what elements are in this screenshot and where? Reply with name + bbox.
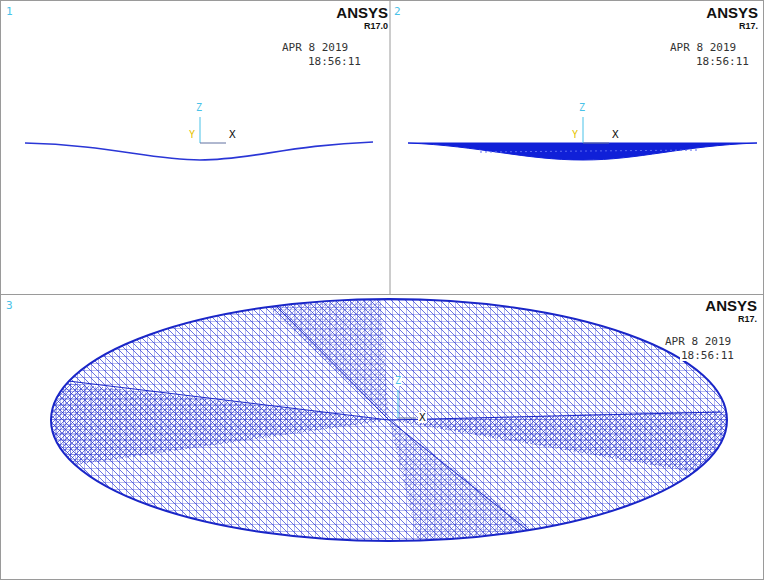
axis-label: Z	[196, 103, 202, 113]
axis-label: Z	[579, 103, 585, 113]
viewport-number: 2	[394, 6, 401, 17]
date-stamp: APR 8 2019	[670, 42, 736, 53]
release-label: R17.	[739, 22, 758, 31]
axis-label: Y	[189, 130, 195, 140]
date-stamp: APR 8 2019	[282, 42, 348, 53]
axis-label: X	[612, 129, 619, 140]
viewport-number: 3	[6, 300, 13, 311]
axis-label: Y	[572, 130, 578, 140]
date-stamp: APR 8 2019	[664, 336, 732, 347]
viewport-number: 1	[6, 6, 13, 17]
product-name: ANSYS	[704, 298, 758, 313]
time-stamp: 18:56:11	[308, 56, 361, 67]
release-label: R17.0	[364, 22, 388, 31]
axis-label: X	[229, 129, 236, 140]
time-stamp: 18:56:11	[696, 56, 749, 67]
axis-label: Z	[394, 376, 402, 386]
product-name: ANSYS	[706, 5, 758, 20]
axis-label: X	[418, 412, 427, 423]
time-stamp: 18:56:11	[680, 350, 735, 361]
product-name: ANSYS	[336, 5, 388, 20]
release-label: R17.	[737, 315, 758, 324]
